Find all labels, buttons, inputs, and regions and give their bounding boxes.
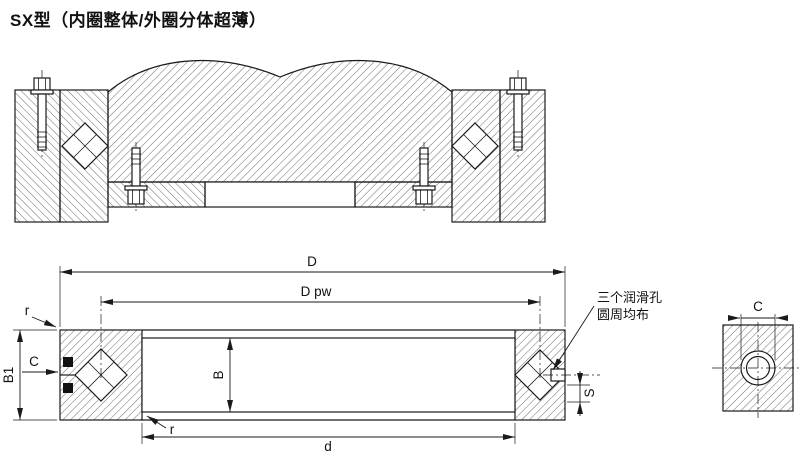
dim-label-C-detail: C xyxy=(753,299,763,314)
dim-C-detail: C xyxy=(728,299,788,360)
dim-B1: B1 xyxy=(1,329,57,421)
dim-label-r1: r xyxy=(25,303,30,318)
clamp-bolt xyxy=(124,142,148,214)
crossed-roller-symbol xyxy=(61,122,109,170)
lube-annotation-line1: 三个润滑孔 xyxy=(597,290,662,305)
page-title: SX型（内圈整体/外圈分体超薄） xyxy=(10,11,267,30)
dim-Dpw: D pw xyxy=(100,284,541,380)
dim-r-bottom: r xyxy=(146,415,175,437)
dimension-section-view xyxy=(59,329,600,421)
dim-S: S xyxy=(567,371,597,416)
seal-block-upper xyxy=(63,357,73,367)
dim-D: D xyxy=(59,254,566,327)
assembly-left-half xyxy=(14,70,206,223)
lube-annotation: 三个润滑孔 圆周均布 xyxy=(552,290,662,371)
dimensions: D D pw d B1 xyxy=(1,254,662,454)
dim-label-D: D xyxy=(307,254,317,269)
lube-annotation-line2: 圆周均布 xyxy=(597,307,649,322)
dim-r-top: r xyxy=(25,303,57,328)
shaft-section xyxy=(107,59,453,183)
housing-bolt xyxy=(30,70,54,160)
dim-C: C xyxy=(22,354,58,375)
dim-label-B1: B1 xyxy=(1,367,16,384)
inner-ring-projection xyxy=(141,337,516,413)
dim-label-Dpw: D pw xyxy=(301,284,332,299)
assembly-section-view xyxy=(14,59,546,223)
dim-label-S: S xyxy=(582,388,597,397)
outer-ring-section xyxy=(59,89,109,223)
center-gap xyxy=(204,181,356,208)
dim-B: B xyxy=(211,338,233,412)
lube-hole-detail-view: C xyxy=(712,299,800,418)
seal-block-lower xyxy=(63,383,73,393)
dim-label-d: d xyxy=(324,439,332,454)
dim-label-r2: r xyxy=(170,422,175,437)
dim-label-C: C xyxy=(29,354,39,369)
clamp-plate xyxy=(107,181,206,208)
dim-label-B: B xyxy=(211,370,226,379)
dim-d: d xyxy=(141,423,516,454)
